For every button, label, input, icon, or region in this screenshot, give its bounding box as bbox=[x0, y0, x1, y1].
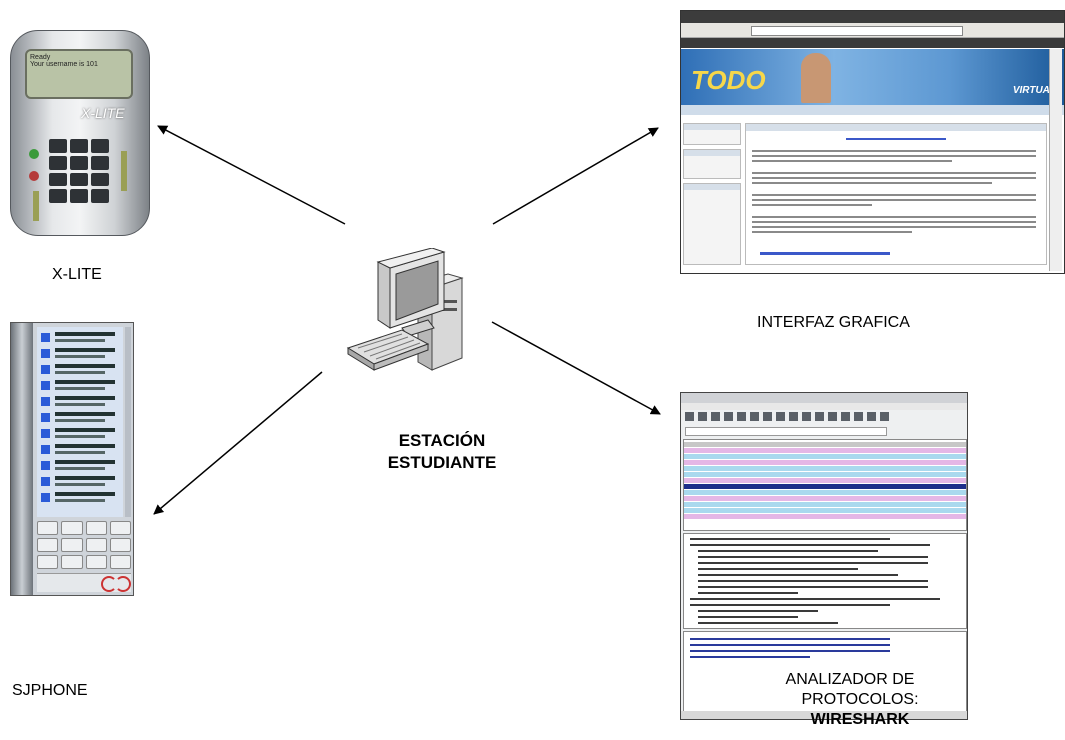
xlite-display-line1: Ready bbox=[30, 54, 51, 61]
label-interfaz: INTERFAZ GRAFICA bbox=[757, 314, 910, 331]
xlite-brand: X-LITE bbox=[81, 105, 125, 121]
browser-titlebar bbox=[681, 11, 1064, 23]
xlite-display: Ready Your username is 101 bbox=[25, 49, 133, 99]
volume-bar bbox=[33, 191, 39, 221]
banner-photo bbox=[801, 53, 831, 103]
site-tagline: VIRTUAL bbox=[1012, 85, 1056, 96]
sjphone-call-list bbox=[37, 327, 123, 517]
label-analizador-line3: WIRESHARK bbox=[810, 711, 910, 728]
arrow-to-interfaz bbox=[492, 127, 659, 225]
wireshark-statusbar bbox=[681, 711, 967, 719]
site-left-column bbox=[683, 123, 741, 265]
label-analizador-line2: PROTOCOLOS: bbox=[801, 691, 919, 708]
hangup-button-icon bbox=[29, 171, 39, 181]
center-label-line1: ESTACIÓN bbox=[398, 431, 486, 450]
handset-icon bbox=[115, 576, 131, 592]
wireshark-menubar bbox=[681, 403, 967, 410]
browser-scrollbar bbox=[1049, 49, 1062, 271]
sjphone-keypad bbox=[37, 521, 131, 569]
xlite-display-line2: Your username is 101 bbox=[30, 61, 98, 68]
site-header bbox=[681, 105, 1064, 115]
packet-details bbox=[683, 533, 967, 629]
browser-bookmarks-bar bbox=[681, 38, 1064, 48]
arrow-to-wireshark bbox=[491, 321, 661, 415]
packet-bytes bbox=[683, 631, 967, 713]
label-xlite: X-LITE bbox=[52, 266, 102, 283]
sjphone-scrollbar bbox=[125, 327, 131, 517]
packet-list bbox=[683, 439, 967, 531]
call-button-icon bbox=[29, 149, 39, 159]
sjphone-softphone-image bbox=[10, 322, 134, 596]
label-analizador-line1: ANALIZADOR DE bbox=[785, 671, 915, 688]
label-sjphone: SJPHONE bbox=[12, 682, 88, 699]
xlite-keypad bbox=[49, 139, 109, 203]
sjphone-footer bbox=[37, 573, 131, 592]
wireshark-toolbar bbox=[685, 412, 963, 424]
wireshark-filter-bar bbox=[685, 427, 887, 436]
site-main-content bbox=[745, 123, 1047, 265]
handset-icon bbox=[101, 576, 117, 592]
arrow-to-sjphone bbox=[153, 371, 323, 515]
wireshark-titlebar bbox=[681, 393, 967, 403]
browser-url-bar bbox=[751, 26, 963, 36]
wireshark-screenshot bbox=[680, 392, 968, 720]
interfaz-grafica-screenshot: TODO VIRTUAL bbox=[680, 10, 1065, 274]
center-label: ESTACIÓN ESTUDIANTE bbox=[372, 430, 512, 474]
label-analizador: ANALIZADOR DE PROTOCOLOS: WIRESHARK bbox=[750, 670, 950, 730]
site-banner: TODO VIRTUAL bbox=[681, 49, 1064, 105]
center-label-line2: ESTUDIANTE bbox=[387, 453, 497, 472]
xlite-softphone-image: Ready Your username is 101 X-LITE bbox=[10, 30, 150, 236]
computer-icon bbox=[346, 248, 464, 371]
site-logo: TODO bbox=[691, 65, 766, 95]
arrow-to-xlite bbox=[157, 125, 346, 225]
mic-bar bbox=[121, 151, 127, 191]
sjphone-side-panel bbox=[11, 323, 33, 595]
